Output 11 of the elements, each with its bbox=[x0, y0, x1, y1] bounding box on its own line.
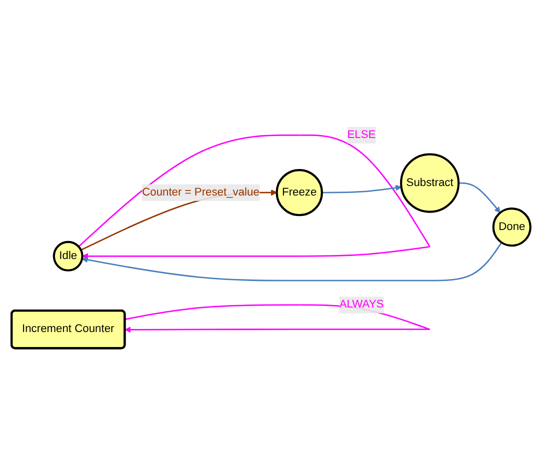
arrow bbox=[322, 184, 402, 194]
node-circle: Idle bbox=[52, 240, 84, 272]
edge-label: ELSE bbox=[347, 128, 376, 141]
arrow bbox=[78, 134, 430, 260]
node-circle: Substract bbox=[400, 153, 460, 213]
arrow bbox=[82, 242, 502, 282]
arrow bbox=[458, 182, 500, 213]
node-circle: Done bbox=[492, 208, 532, 247]
node-circle: Freeze bbox=[276, 169, 323, 216]
edge-label: Counter = Preset_value bbox=[142, 186, 260, 198]
edge-label: ALWAYS bbox=[339, 298, 384, 311]
